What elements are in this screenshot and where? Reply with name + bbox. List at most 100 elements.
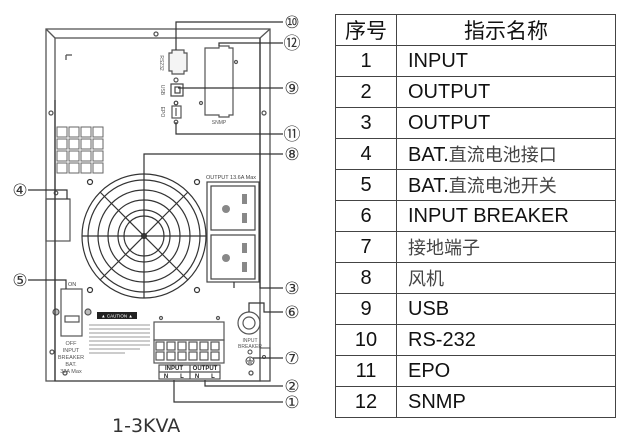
- terminal-screw: [166, 341, 176, 351]
- battery-connector: [45, 190, 71, 242]
- row-number: 1: [335, 45, 397, 77]
- rs232-label: RS232: [158, 55, 164, 71]
- row-name-text: USB: [408, 297, 450, 320]
- row-name: BAT.直流电池开关: [396, 169, 616, 201]
- table-row: 10 RS-232: [335, 324, 616, 356]
- vent-cell: [80, 126, 92, 138]
- vent-cell: [56, 162, 68, 174]
- row-name-cn: 风机: [408, 269, 444, 290]
- terminal-screw: [177, 341, 187, 351]
- row-number: 10: [335, 324, 397, 356]
- row-name-text: INPUT: [408, 49, 468, 72]
- row-number: 4: [335, 138, 397, 170]
- callout-10: ⑩: [284, 13, 299, 33]
- terminal-screw: [155, 341, 165, 351]
- breaker-label-2: BREAKER: [58, 355, 84, 361]
- terminal-l2: L: [211, 374, 215, 380]
- row-number: 9: [335, 293, 397, 325]
- terminal-l1: L: [180, 374, 184, 380]
- row-name-text: SNMP: [408, 390, 466, 413]
- input-breaker: [237, 311, 261, 335]
- row-name: SNMP: [396, 386, 616, 418]
- row-name: RS-232: [396, 324, 616, 356]
- ups-rear-panel-diagram: RS232 USB EPO SNMP OUTPUT 13.6A Max: [12, 13, 300, 413]
- terminal-screw: [210, 341, 220, 351]
- row-name: 风机: [396, 262, 616, 294]
- row-name-en: BAT.: [408, 175, 449, 197]
- row-number: 11: [335, 355, 397, 387]
- row-number: 5: [335, 169, 397, 201]
- callout-6: ⑥: [284, 303, 299, 323]
- table-header-row: 序号 指示名称: [335, 14, 616, 46]
- terminal-screw: [177, 351, 187, 361]
- callout-4: ④: [12, 181, 27, 201]
- row-name: EPO: [396, 355, 616, 387]
- callout-1: ①: [284, 393, 299, 413]
- vent-cell: [68, 126, 80, 138]
- epo-label: EPO: [159, 107, 165, 118]
- vent-cell: [56, 138, 68, 150]
- breaker-on-label: ON: [68, 282, 76, 288]
- table-row: 2 OUTPUT: [335, 76, 616, 108]
- row-name: INPUT BREAKER: [396, 200, 616, 232]
- row-name-text: OUTPUT: [408, 80, 491, 103]
- output-sockets: [206, 181, 260, 283]
- row-name-text: RS-232: [408, 328, 476, 351]
- row-number: 6: [335, 200, 397, 232]
- caution-badge: [97, 312, 137, 319]
- row-name-cn: 直流电池开关: [448, 176, 557, 197]
- caution-text: [89, 324, 150, 354]
- breaker-label-3: BAT.: [65, 362, 77, 368]
- row-name: 接地端子: [396, 231, 616, 263]
- table-row: 11 EPO: [335, 355, 616, 387]
- vent-cell: [56, 150, 68, 162]
- socket-2-icon: [222, 254, 230, 262]
- vent-cell: [92, 150, 104, 162]
- row-number: 3: [335, 107, 397, 139]
- header-name: 指示名称: [396, 14, 616, 46]
- epo-port: [171, 105, 182, 125]
- vent-cell: [68, 138, 80, 150]
- row-name: BAT.直流电池接口: [396, 138, 616, 170]
- row-name: USB: [396, 293, 616, 325]
- row-number: 2: [335, 76, 397, 108]
- usb-port: [170, 83, 184, 106]
- table-row: 8 风机: [335, 262, 616, 294]
- callouts: ⑩ ⑫ ⑨ ⑪ ⑧ ④ ⑤ ③ ⑥ ⑦ ② ①: [12, 13, 300, 413]
- ground-terminal-icon: [245, 347, 271, 382]
- table-row: 3 OUTPUT: [335, 107, 616, 139]
- vent-cell: [92, 138, 104, 150]
- vent-cell: [68, 162, 80, 174]
- vent-cell: [92, 162, 104, 174]
- panel-outer: [45, 28, 271, 382]
- terminal-input-label: INPUT: [165, 366, 183, 372]
- terminal-screw: [210, 351, 220, 361]
- vent-cell: [80, 162, 92, 174]
- breaker-off-label: OFF: [66, 341, 78, 347]
- row-name-cn: 接地端子: [408, 238, 480, 259]
- vent-cell: [56, 126, 68, 138]
- terminal-output-label: OUTPUT: [193, 366, 218, 372]
- terminal-screw: [199, 351, 209, 361]
- header-number: 序号: [335, 14, 397, 46]
- vent-cell: [68, 150, 80, 162]
- vent-cell: [80, 138, 92, 150]
- row-name-text: EPO: [408, 359, 451, 382]
- callout-8: ⑧: [284, 145, 299, 165]
- terminal-screw: [166, 351, 176, 361]
- row-number: 8: [335, 262, 397, 294]
- snmp-slot: [198, 45, 239, 118]
- snmp-label: SNMP: [212, 120, 227, 126]
- row-name-text: OUTPUT: [408, 111, 491, 134]
- table-row: 6 INPUT BREAKER: [335, 200, 616, 232]
- figure-caption: 1-3KVA: [112, 415, 181, 437]
- terminal-n2: N: [195, 374, 199, 380]
- output-rating-label: OUTPUT 13.6A Max: [206, 175, 256, 181]
- row-name-text: INPUT BREAKER: [408, 204, 569, 227]
- vent-cell: [80, 150, 92, 162]
- terminal-screw: [188, 341, 198, 351]
- row-name: OUTPUT: [396, 76, 616, 108]
